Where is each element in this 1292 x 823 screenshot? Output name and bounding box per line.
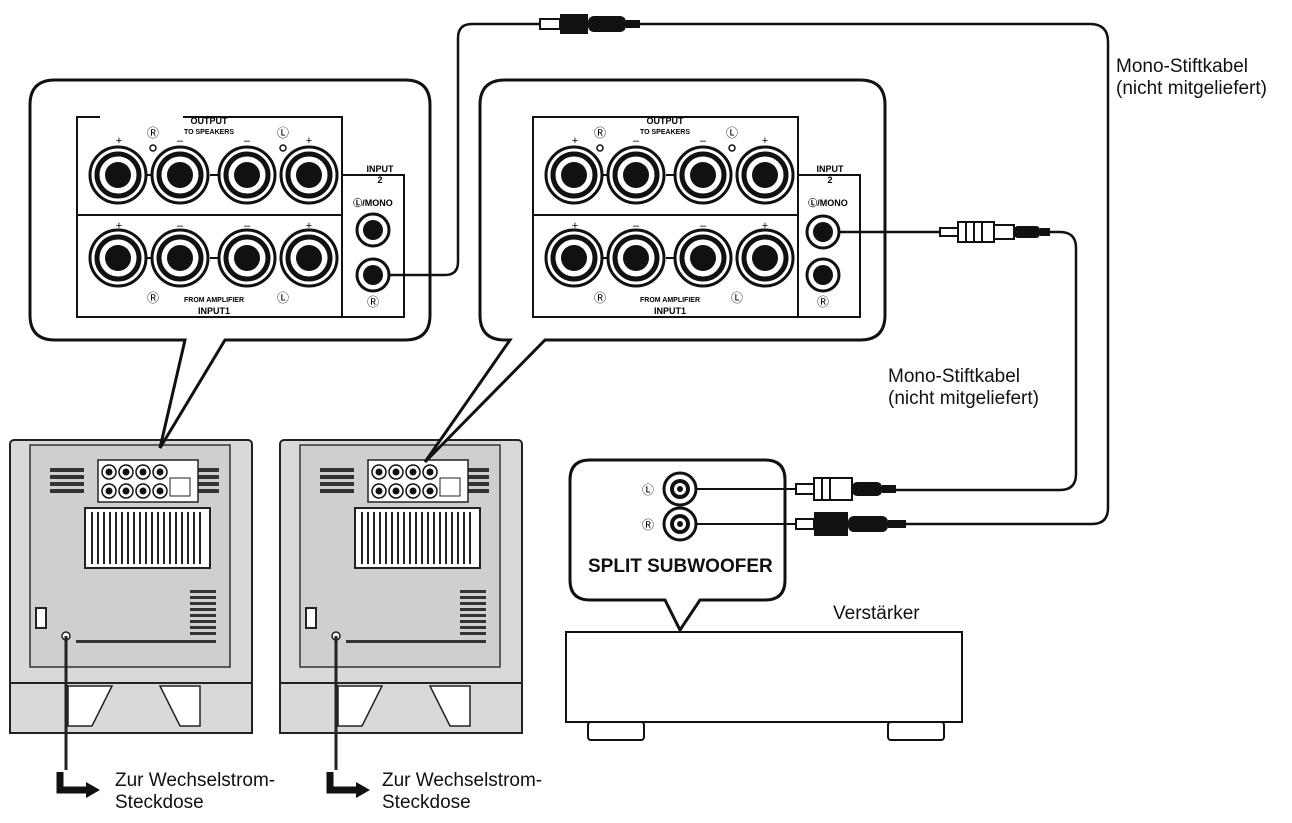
to-speakers-label: TO SPEAKERS xyxy=(184,129,234,136)
outlet-label-right-line2: Steckdose xyxy=(382,792,471,813)
plus-label: + xyxy=(572,135,578,147)
subwoofer-right xyxy=(279,439,523,798)
input2-number: 2 xyxy=(377,175,382,185)
r-label: Ⓡ xyxy=(594,126,606,140)
cable-label-mid: Mono-Stiftkabel (nicht mitgeliefert) xyxy=(888,366,1039,410)
plus-label: + xyxy=(762,135,768,147)
outlet-label-right-line1: Zur Wechselstrom- xyxy=(382,770,543,791)
from-amplifier-label: FROM AMPLIFIER xyxy=(184,297,244,304)
minus-label: – xyxy=(177,135,184,147)
l-mono-label: Ⓛ/MONO xyxy=(808,197,848,208)
l-label: Ⓛ xyxy=(726,126,738,140)
amplifier-label: Verstärker xyxy=(833,603,920,624)
minus-label: – xyxy=(700,135,707,147)
amp-l-label: Ⓛ xyxy=(642,483,654,497)
from-amplifier-label: FROM AMPLIFIER xyxy=(640,297,700,304)
plus-label: + xyxy=(762,220,768,232)
plus-label: + xyxy=(306,220,312,232)
cable-label-mid-line2: (nicht mitgeliefert) xyxy=(888,388,1039,409)
cable-label-mid-line1: Mono-Stiftkabel xyxy=(888,366,1021,387)
rca-plug-mid xyxy=(939,221,1050,243)
to-speakers-label: TO SPEAKERS xyxy=(640,129,690,136)
input1-label: INPUT1 xyxy=(654,306,686,316)
plus-label: + xyxy=(116,135,122,147)
minus-label: – xyxy=(633,135,640,147)
input2-number: 2 xyxy=(827,175,832,185)
r-label: Ⓡ xyxy=(147,126,159,140)
terminal-panel-right: OUTPUT TO SPEAKERS + Ⓡ – – Ⓛ + + – – + Ⓡ… xyxy=(532,116,861,318)
l-label: Ⓛ xyxy=(277,291,289,305)
outlet-label-right: Zur Wechselstrom- Steckdose xyxy=(382,770,542,814)
minus-label: – xyxy=(633,220,640,232)
amp-r-label: Ⓡ xyxy=(642,518,654,532)
subwoofer-left xyxy=(9,439,253,798)
amp-sub-jacks: Ⓛ Ⓡ xyxy=(642,471,698,542)
plus-label: + xyxy=(572,220,578,232)
rca-plug-top xyxy=(539,14,640,34)
output-label: OUTPUT xyxy=(647,116,685,126)
input1-label: INPUT1 xyxy=(198,306,230,316)
cable-label-top-line1: Mono-Stiftkabel xyxy=(1116,56,1249,77)
input2-label: INPUT xyxy=(367,164,395,174)
minus-label: – xyxy=(244,220,251,232)
l-label: Ⓛ xyxy=(277,126,289,140)
cable-label-top-line2: (nicht mitgeliefert) xyxy=(1116,78,1267,99)
callout-split-subwoofer xyxy=(568,458,787,633)
outlet-label-left: Zur Wechselstrom- Steckdose xyxy=(115,770,275,814)
input2-label: INPUT xyxy=(817,164,845,174)
cable-mid xyxy=(838,230,1078,492)
r-label: Ⓡ xyxy=(147,291,159,305)
outlet-label-left-line1: Zur Wechselstrom- xyxy=(115,770,276,791)
minus-label: – xyxy=(177,220,184,232)
amplifier xyxy=(565,631,963,741)
outlet-label-left-line2: Steckdose xyxy=(115,792,204,813)
plus-label: + xyxy=(116,220,122,232)
terminal-panel-left: OUTPUT TO SPEAKERS + Ⓡ – – Ⓛ + + – – + Ⓡ… xyxy=(76,115,405,318)
r-label: Ⓡ xyxy=(594,291,606,305)
cable-top xyxy=(388,22,1110,526)
rca-plug-amp-right xyxy=(696,512,906,536)
rca-plug-amp-left xyxy=(696,477,896,501)
l-mono-label: Ⓛ/MONO xyxy=(353,197,393,208)
r-label: Ⓡ xyxy=(817,295,829,309)
minus-label: – xyxy=(700,220,707,232)
r-label: Ⓡ xyxy=(367,295,379,309)
cable-label-top: Mono-Stiftkabel (nicht mitgeliefert) xyxy=(1116,56,1267,100)
output-label: OUTPUT xyxy=(191,116,229,126)
plus-label: + xyxy=(306,135,312,147)
minus-label: – xyxy=(244,135,251,147)
l-label: Ⓛ xyxy=(731,291,743,305)
split-subwoofer-label: SPLIT SUBWOOFER xyxy=(588,556,773,577)
